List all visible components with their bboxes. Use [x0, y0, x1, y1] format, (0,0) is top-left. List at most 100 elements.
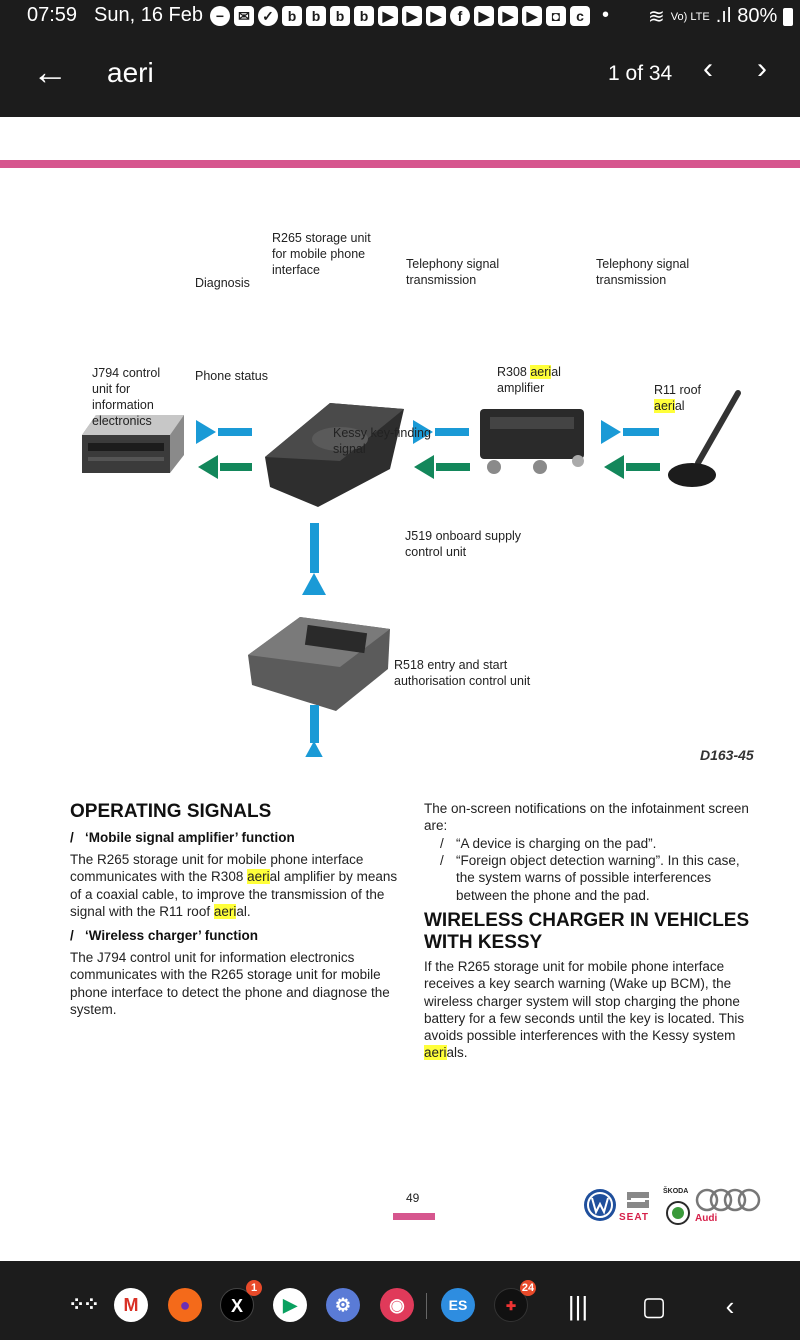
j794-unit-image	[82, 415, 184, 473]
back-chevron-icon[interactable]: ‹	[725, 1291, 735, 1321]
arrow-diagnosis	[196, 420, 252, 444]
screen-recorder-icon[interactable]: ◉	[380, 1288, 414, 1322]
result-count: 1 of 34	[608, 62, 673, 85]
play-store-icon[interactable]: ▶	[273, 1288, 307, 1322]
kessy-signal-label: Kessy key-finding signal	[333, 426, 431, 456]
bullet-slash: /	[440, 853, 444, 868]
youtube-icon: ▶	[498, 6, 518, 26]
search-highlight: aeri	[247, 869, 270, 885]
minus-icon: −	[210, 6, 230, 26]
youtube-icon: ▶	[378, 6, 398, 26]
firefox-icon: f	[450, 6, 470, 26]
youtube-icon: ▶	[426, 6, 446, 26]
arrow-kessy-up	[302, 523, 326, 595]
notification-bullet-2: “Foreign object detection warning”. In t…	[456, 853, 740, 903]
network-label: Vo) LTE	[670, 10, 710, 23]
back-arrow-icon[interactable]: ←	[32, 51, 68, 92]
status-right: ≋ Vo) LTE .ıl 80%	[648, 4, 794, 29]
audi-wordmark: Audi	[695, 1213, 718, 1224]
gmail-icon[interactable]: M	[114, 1288, 148, 1322]
home-icon[interactable]: ▢	[641, 1291, 667, 1321]
telephony-signal-label: Telephony signal transmission	[596, 257, 690, 287]
connect-icon: c	[570, 6, 590, 26]
search-highlight: aeri	[530, 365, 552, 379]
seat-logo-icon	[627, 1192, 649, 1208]
settings-icon[interactable]: ⚙	[326, 1288, 360, 1322]
subheading-text: ‘Wireless charger’ function	[85, 928, 258, 943]
battery-level: 80%	[737, 5, 778, 27]
b-app-icon: b	[282, 6, 302, 26]
phone-status-label: Phone status	[195, 369, 268, 383]
signal-icon: .ıl	[715, 5, 732, 27]
j519-label: J519 onboard supply control unit	[405, 529, 522, 559]
b-app-icon: b	[354, 6, 374, 26]
app-icon: ◘	[546, 6, 566, 26]
wireless-charger-subheading: / ‘Wireless charger’ function	[70, 928, 258, 943]
battery-icon	[783, 7, 794, 26]
paragraph-text: The R265 storage unit for mobile phone i…	[70, 852, 364, 885]
next-result-chevron-icon[interactable]: ›	[757, 52, 767, 85]
search-query[interactable]: aeri	[107, 57, 154, 88]
check-icon: ✓	[258, 6, 278, 26]
j519-unit-image	[248, 617, 390, 711]
r11-label-text: R11 roof	[654, 383, 702, 397]
page-number-bar	[393, 1213, 435, 1220]
mail-icon: ✉	[234, 6, 254, 26]
news-app-icon[interactable]: ✚24	[494, 1280, 536, 1322]
recent-apps-icon[interactable]: |||	[567, 1291, 589, 1321]
dock-divider	[426, 1293, 427, 1319]
notification-icons: − ✉ ✓ b b b b ▶ ▶ ▶ f ▶ ▶ ▶ ◘ c	[210, 6, 590, 26]
paragraph-text: als.	[446, 1045, 468, 1061]
r265-label: R265 storage unit for mobile phone inter…	[272, 231, 371, 277]
mobile-signal-paragraph: The R265 storage unit for mobile phone i…	[70, 851, 406, 920]
subheading-text: ‘Mobile signal amplifier’ function	[85, 830, 295, 845]
news-notification-badge: 24	[520, 1280, 536, 1296]
r308-label-text: al amplifier	[497, 365, 561, 395]
b-app-icon: b	[330, 6, 350, 26]
notifications-intro: The on-screen notifications on the infot…	[424, 801, 749, 834]
youtube-icon: ▶	[402, 6, 422, 26]
arrow-telephony-1-in	[414, 455, 470, 479]
arrow-telephony-1-out	[413, 420, 469, 444]
youtube-icon: ▶	[474, 6, 494, 26]
paragraph-text: al amplifier by means of a coaxial cable…	[70, 869, 398, 919]
brand-logos: SEAT ŠKODA Audi	[583, 1186, 763, 1226]
r265-unit-image	[265, 403, 404, 507]
search-highlight: aeri	[654, 399, 675, 413]
document-page: R265 storage unit for mobile phone inter…	[0, 117, 800, 1261]
j794-label: J794 control unit for information electr…	[92, 366, 161, 428]
diagram-graphics	[82, 390, 741, 757]
apps-grid-icon[interactable]: ⁘⁘	[68, 1294, 100, 1316]
r308-label-text: R308	[497, 365, 531, 379]
status-bar: 07:59 Sun, 16 Feb − ✉ ✓ b b b b ▶ ▶ ▶ f …	[0, 0, 800, 32]
skoda-wordmark: ŠKODA	[663, 1188, 689, 1195]
skoda-logo-icon	[666, 1201, 690, 1225]
x-notification-badge: 1	[246, 1280, 262, 1296]
operating-signals-heading: OPERATING SIGNALS	[70, 801, 272, 822]
es-file-explorer-icon[interactable]: ES	[441, 1288, 475, 1322]
search-toolbar: ← aeri 1 of 34 ‹ ›	[0, 32, 800, 117]
status-date: Sun, 16 Feb	[94, 4, 203, 26]
firefox-icon[interactable]: ●	[168, 1288, 202, 1322]
wifi-icon: ≋	[648, 6, 665, 28]
header-pink-bar	[0, 160, 800, 168]
arrow-telephony-2-out	[601, 420, 659, 444]
paragraph-text: al.	[236, 903, 251, 919]
brand-logos-graphics	[584, 1188, 761, 1225]
b-app-icon: b	[306, 6, 326, 26]
vw-logo-icon	[584, 1189, 616, 1221]
search-highlight: aeri	[213, 903, 237, 919]
r11-aerial-image	[668, 390, 741, 487]
more-notifications-icon: •	[602, 4, 610, 26]
previous-result-chevron-icon[interactable]: ‹	[703, 52, 713, 85]
r308-amplifier-image	[480, 409, 584, 474]
mobile-signal-subheading: / ‘Mobile signal amplifier’ function	[70, 830, 295, 845]
kessy-paragraph: If the R265 storage unit for mobile phon…	[424, 958, 760, 1062]
search-highlight: aeri	[424, 1045, 447, 1061]
audi-rings-icon	[695, 1188, 761, 1212]
r11-label-text: al	[674, 399, 685, 413]
bullet-slash: /	[440, 836, 444, 851]
notification-bullet-1: “A device is charging on the pad”.	[456, 836, 657, 851]
r11-label: R11 roof aerial	[654, 382, 701, 414]
